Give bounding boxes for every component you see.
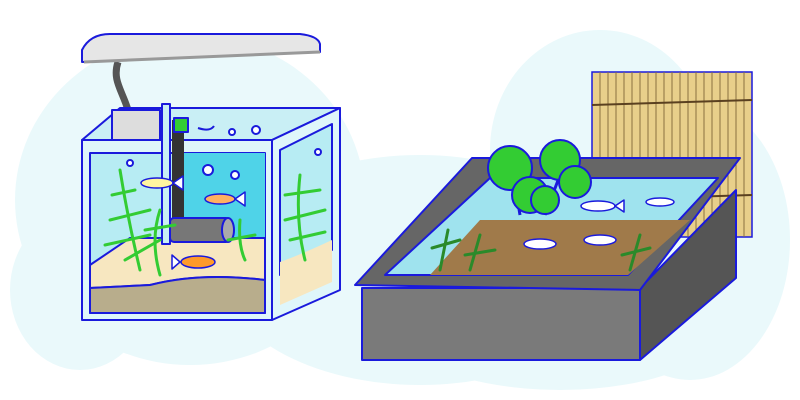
pond-fish — [523, 197, 675, 250]
water-plants — [103, 168, 327, 277]
lotus-plant — [487, 139, 592, 216]
lamp-arm — [112, 60, 132, 112]
fish — [140, 175, 246, 270]
aquarium — [81, 33, 341, 321]
pond-plants — [430, 228, 652, 272]
pond-floor — [430, 220, 690, 275]
pond-wall-side — [639, 189, 737, 361]
filter — [111, 109, 161, 141]
pond-wall-front — [361, 287, 641, 361]
gravel — [89, 275, 266, 314]
lamp — [81, 33, 321, 63]
pond — [354, 139, 741, 361]
